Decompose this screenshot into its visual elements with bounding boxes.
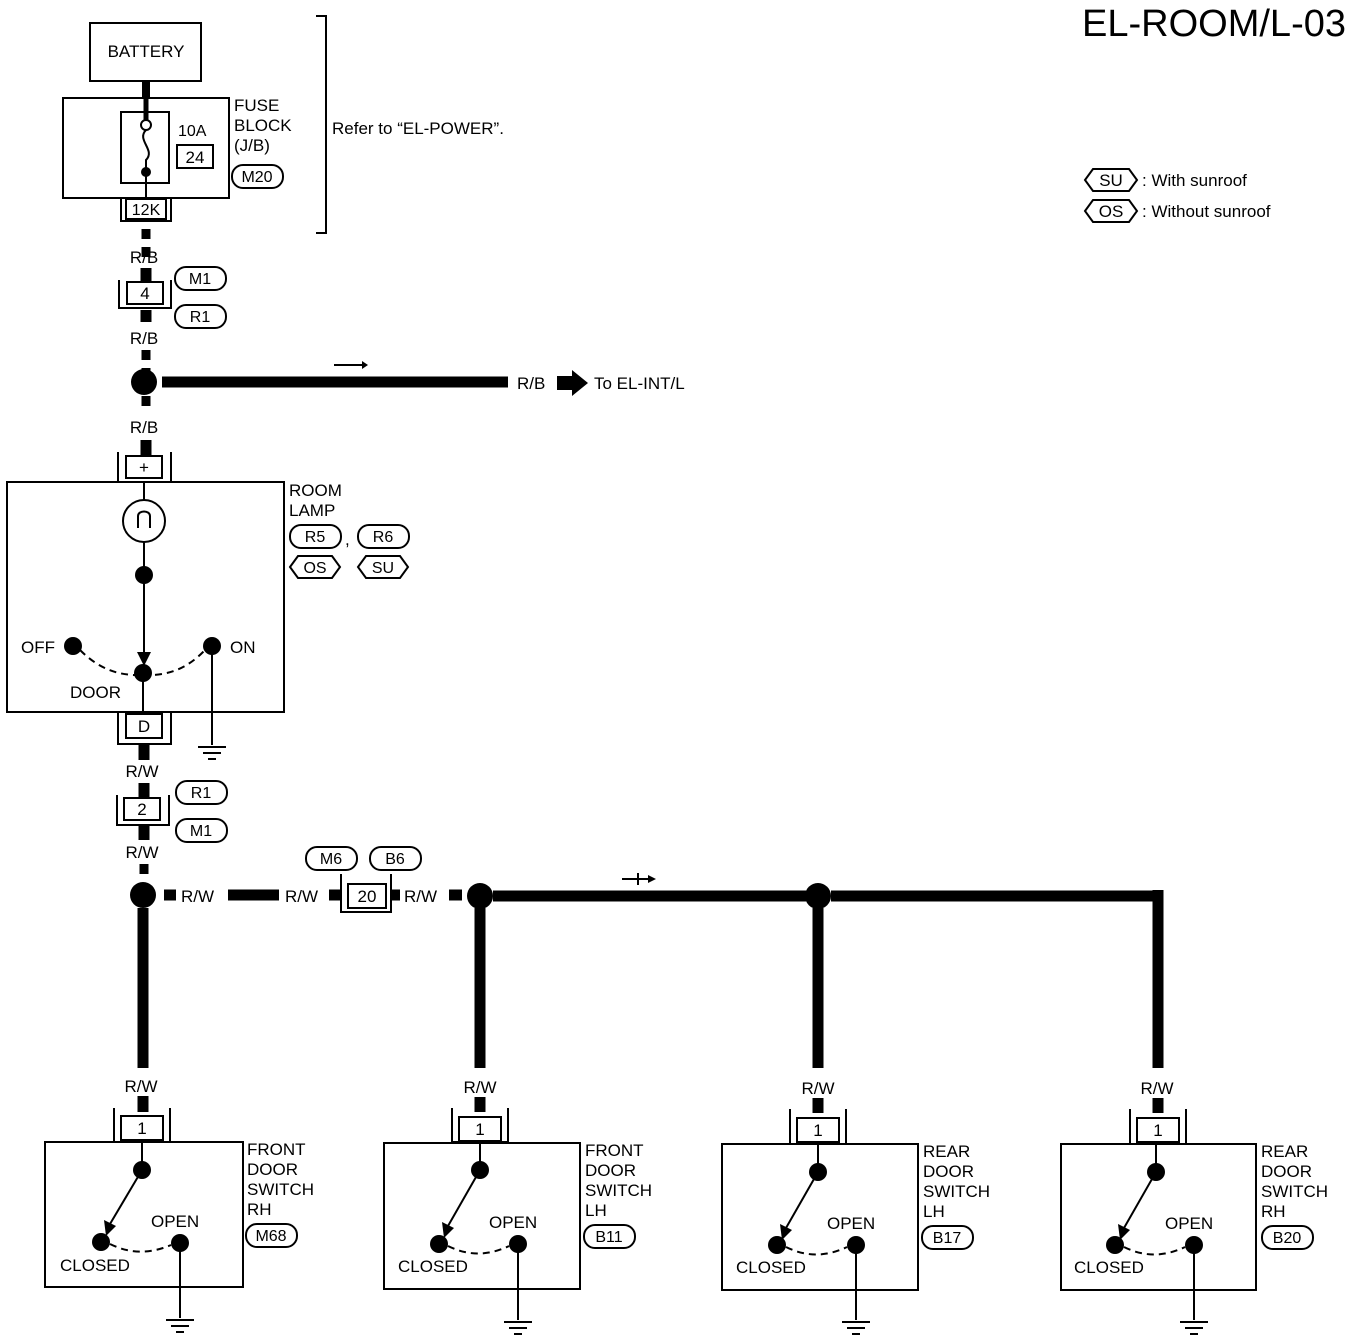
switch-closed-label: CLOSED [1074, 1258, 1144, 1277]
switch-closed-label: CLOSED [398, 1257, 468, 1276]
legend: SU : With sunroof OS : Without sunroof [1083, 168, 1271, 223]
page-code: EL-ROOM/L-03 [1082, 3, 1346, 45]
switch-terminal: 1 [475, 1120, 484, 1139]
door-switch-front-rh: R/W 1 OPEN CLOSED FRONT DOOR SWITCH RH M… [44, 1077, 314, 1333]
refer-note: Refer to “EL-POWER”. [332, 119, 504, 138]
fuse-block: 10A 24 FUSE BLOCK (J/B) M20 12K [62, 96, 292, 222]
fuse-number: 24 [186, 148, 205, 167]
fuse-terminal: 12K [132, 202, 161, 219]
legend-text: : With sunroof [1142, 171, 1247, 190]
connector-r1-m1: 2 R1 M1 [116, 780, 228, 843]
room-lamp-connector-separator: , [345, 530, 350, 549]
switch-label-2: DOOR [923, 1162, 974, 1181]
room-lamp-connector: R6 [373, 529, 394, 546]
room-lamp-label-1: ROOM [289, 481, 342, 500]
wire-label-rw: R/W [125, 762, 158, 781]
room-lamp-terminal-out: D [138, 717, 150, 736]
switch-label-3: SWITCH [923, 1182, 990, 1201]
wire-label-rw: R/W [181, 887, 214, 906]
switch-closed-label: CLOSED [60, 1256, 130, 1275]
switch-label-1: REAR [1261, 1142, 1308, 1161]
switch-closed-label: CLOSED [736, 1258, 806, 1277]
switch-connector: B20 [1273, 1230, 1302, 1247]
battery-label: BATTERY [108, 42, 185, 61]
fuse-block-label-1: FUSE [234, 96, 279, 115]
connector-m1-r1: 4 M1 R1 [118, 266, 227, 329]
switch-open-label: OPEN [489, 1213, 537, 1232]
fuse-block-label-2: BLOCK [234, 116, 292, 135]
legend-tag: SU [1099, 171, 1123, 190]
wire-label-rw: R/W [125, 843, 158, 862]
wire-label-rw: R/W [463, 1078, 496, 1097]
wire-label-rw: R/W [285, 887, 318, 906]
switch-connector: B17 [933, 1230, 962, 1247]
connector-tag: R1 [191, 785, 212, 802]
wire-label-rw: R/W [801, 1079, 834, 1098]
switch-open-label: OPEN [827, 1214, 875, 1233]
wire-label-rb: R/B [130, 248, 158, 267]
room-lamp: + OFF ON DOOR ROOM LAMP R5 , R6 OS SU [6, 452, 410, 760]
switch-terminal: 1 [137, 1119, 146, 1138]
switch-terminal: 1 [813, 1121, 822, 1140]
connector-tag: M1 [189, 271, 211, 288]
switch-terminal: 1 [1153, 1121, 1162, 1140]
switch-label-4: LH [923, 1202, 945, 1221]
fuse-amperage: 10A [178, 123, 207, 140]
room-lamp-label-2: LAMP [289, 501, 335, 520]
room-lamp-variant: SU [372, 560, 394, 577]
branch-destination: To EL-INT/L [594, 374, 685, 393]
switch-open-label: OPEN [151, 1212, 199, 1231]
connector-tag: B6 [385, 851, 405, 868]
switch-label-2: DOOR [247, 1160, 298, 1179]
switch-label-4: RH [1261, 1202, 1286, 1221]
wire-label-rb: R/B [130, 418, 158, 437]
legend-text: : Without sunroof [1142, 202, 1271, 221]
switch-label-3: SWITCH [585, 1181, 652, 1200]
switch-open-label: OPEN [1165, 1214, 1213, 1233]
connector-terminal: 2 [137, 800, 146, 819]
switch-on-label: ON [230, 638, 256, 657]
switch-off-label: OFF [21, 638, 55, 657]
switch-label-3: SWITCH [1261, 1182, 1328, 1201]
switch-label-1: FRONT [585, 1141, 644, 1160]
fuse-block-connector: M20 [241, 169, 272, 186]
battery: BATTERY [89, 22, 202, 82]
fuse-block-label-3: (J/B) [234, 136, 270, 155]
door-switch-rear-rh: R/W 1 OPEN CLOSED REAR DOOR SWITCH RH B2… [1060, 1079, 1328, 1335]
connector-tag: M1 [190, 823, 212, 840]
switch-door-label: DOOR [70, 683, 121, 702]
legend-item-su: SU : With sunroof [1083, 168, 1247, 192]
switch-label-2: DOOR [1261, 1162, 1312, 1181]
connector-terminal: 4 [140, 284, 149, 303]
branch-wire-label: R/B [517, 374, 545, 393]
arrow-right-icon [557, 370, 588, 396]
switch-connector: B11 [595, 1229, 622, 1246]
switch-label-1: REAR [923, 1142, 970, 1161]
wire-label-rw: R/W [124, 1077, 157, 1096]
wire-label-rb: R/B [130, 329, 158, 348]
room-lamp-variant: OS [303, 560, 326, 577]
wire-label-rw: R/W [404, 887, 437, 906]
switch-label-4: RH [247, 1200, 272, 1219]
room-lamp-connector: R5 [305, 529, 326, 546]
connector-terminal: 20 [358, 887, 377, 906]
switch-label-2: DOOR [585, 1161, 636, 1180]
switch-label-4: LH [585, 1201, 607, 1220]
legend-item-os: OS : Without sunroof [1083, 199, 1271, 223]
switch-label-3: SWITCH [247, 1180, 314, 1199]
door-switch-front-lh: R/W 1 OPEN CLOSED FRONT DOOR SWITCH LH B… [383, 1078, 652, 1335]
connector-tag: R1 [190, 309, 211, 326]
connector-tag: M6 [320, 851, 342, 868]
door-switch-rear-lh: R/W 1 OPEN CLOSED REAR DOOR SWITCH LH B1… [721, 1079, 990, 1335]
wire-label-rw: R/W [1140, 1079, 1173, 1098]
room-lamp-terminal-in: + [139, 458, 149, 477]
switch-connector: M68 [255, 1228, 286, 1245]
legend-tag: OS [1099, 202, 1124, 221]
switch-label-1: FRONT [247, 1140, 306, 1159]
